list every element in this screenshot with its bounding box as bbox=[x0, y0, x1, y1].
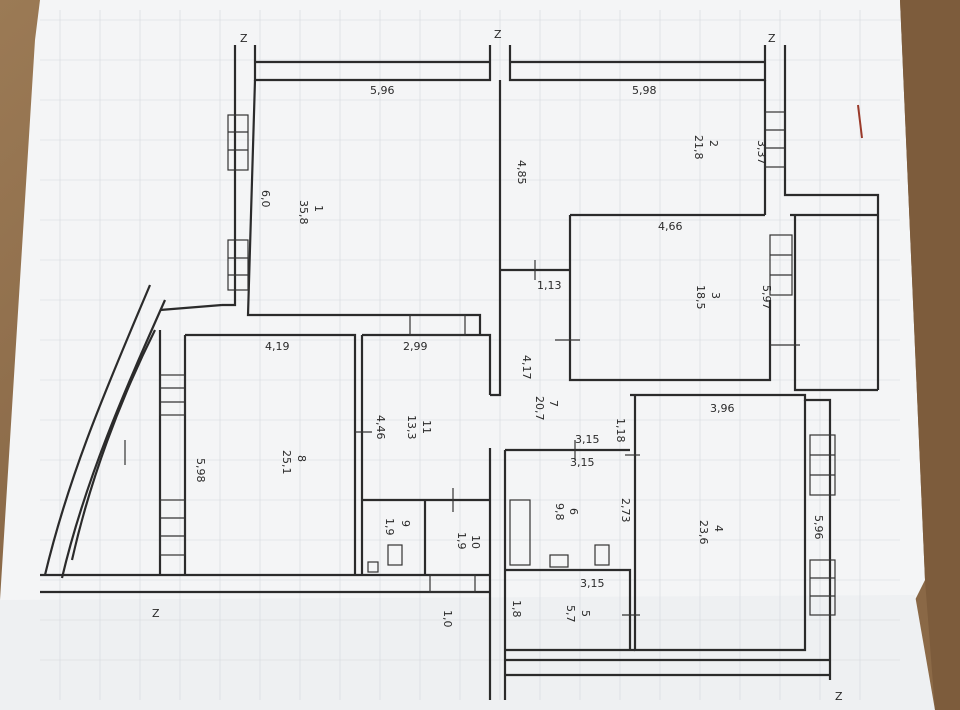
room-11-area: 13,3 bbox=[405, 415, 418, 440]
axis-mark-2: Z bbox=[494, 28, 502, 41]
dim-room3-height: 5,97 bbox=[760, 285, 773, 310]
axis-mark-3: Z bbox=[768, 32, 776, 45]
dim-room11-width: 2,99 bbox=[403, 340, 428, 353]
axis-mark-5: Z bbox=[835, 690, 843, 703]
dim-entrance: 1,0 bbox=[441, 610, 454, 628]
fixtures bbox=[367, 499, 610, 573]
dim-storage-height: 1,8 bbox=[510, 600, 523, 618]
room-4-number: 4 bbox=[712, 525, 725, 532]
room-4-area: 23,6 bbox=[697, 520, 710, 545]
windows bbox=[159, 111, 836, 616]
axis-mark-4: Z bbox=[152, 607, 160, 620]
room-5-number: 5 bbox=[579, 610, 592, 617]
room-labels: 1 35,8 2 21,8 3 18,5 4 23,6 5 5,7 6 9,8 … bbox=[280, 135, 725, 623]
room-5-area: 5,7 bbox=[564, 605, 577, 623]
door-marks bbox=[124, 260, 800, 616]
room-3-area: 18,5 bbox=[694, 285, 707, 310]
room-6-number: 6 bbox=[567, 508, 580, 515]
room-11-number: 11 bbox=[420, 420, 433, 434]
pin-mark bbox=[857, 104, 863, 139]
sink bbox=[549, 554, 569, 568]
dim-room3-width: 4,66 bbox=[658, 220, 683, 233]
paper-shadow-right bbox=[900, 0, 960, 710]
paper-sheet-lower bbox=[0, 595, 935, 710]
room-2-number: 2 bbox=[707, 140, 720, 147]
dim-room4-height: 5,96 bbox=[812, 515, 825, 540]
room-3-number: 3 bbox=[709, 292, 722, 299]
axis-marks: Z Z Z Z Z bbox=[152, 28, 843, 703]
room-9-number: 9 bbox=[399, 520, 412, 527]
paper-sheet bbox=[0, 0, 925, 660]
floor-drain bbox=[367, 561, 379, 573]
dim-storage-width: 3,15 bbox=[580, 577, 605, 590]
dim-room11-height: 4,46 bbox=[374, 415, 387, 440]
dim-room2-side: 3,37 bbox=[755, 140, 768, 165]
room-7-number: 7 bbox=[547, 400, 560, 407]
room-1-number: 1 bbox=[312, 205, 325, 212]
room-7-area: 20,7 bbox=[533, 396, 546, 421]
dim-bath-top-inner: 3,15 bbox=[570, 456, 595, 469]
dim-room2-height: 4,85 bbox=[515, 160, 528, 185]
toilet bbox=[594, 544, 610, 566]
room-1-area: 35,8 bbox=[297, 200, 310, 225]
bathtub bbox=[509, 499, 531, 566]
dim-corridor-width: 1,13 bbox=[537, 279, 562, 292]
dim-room2-width: 5,98 bbox=[632, 84, 657, 97]
dim-passage-height: 1,18 bbox=[614, 418, 627, 443]
dim-room8-height: 5,98 bbox=[194, 458, 207, 483]
grid-lines bbox=[40, 10, 900, 700]
room-10-number: 10 bbox=[469, 535, 482, 549]
dim-room8-width: 4,19 bbox=[265, 340, 290, 353]
room-6-area: 9,8 bbox=[553, 503, 566, 521]
room-8-number: 8 bbox=[295, 455, 308, 462]
room-9-area: 1,9 bbox=[383, 518, 396, 536]
room-10-area: 1,9 bbox=[455, 532, 468, 550]
dim-bath-height: 2,73 bbox=[619, 498, 632, 523]
dim-bath-top: 3,15 bbox=[575, 433, 600, 446]
dim-room4-width: 3,96 bbox=[710, 402, 735, 415]
dim-room1-height: 6,0 bbox=[259, 190, 272, 208]
room-2-area: 21,8 bbox=[692, 135, 705, 160]
axis-mark-1: Z bbox=[240, 32, 248, 45]
dim-room1-width: 5,96 bbox=[370, 84, 395, 97]
toilet-wc bbox=[387, 544, 403, 566]
room-8-area: 25,1 bbox=[280, 450, 293, 475]
dimension-labels: 5,96 5,98 6,0 4,85 3,37 4,66 1,13 5,97 2… bbox=[194, 84, 825, 628]
dim-corridor-height: 4,17 bbox=[520, 355, 533, 380]
